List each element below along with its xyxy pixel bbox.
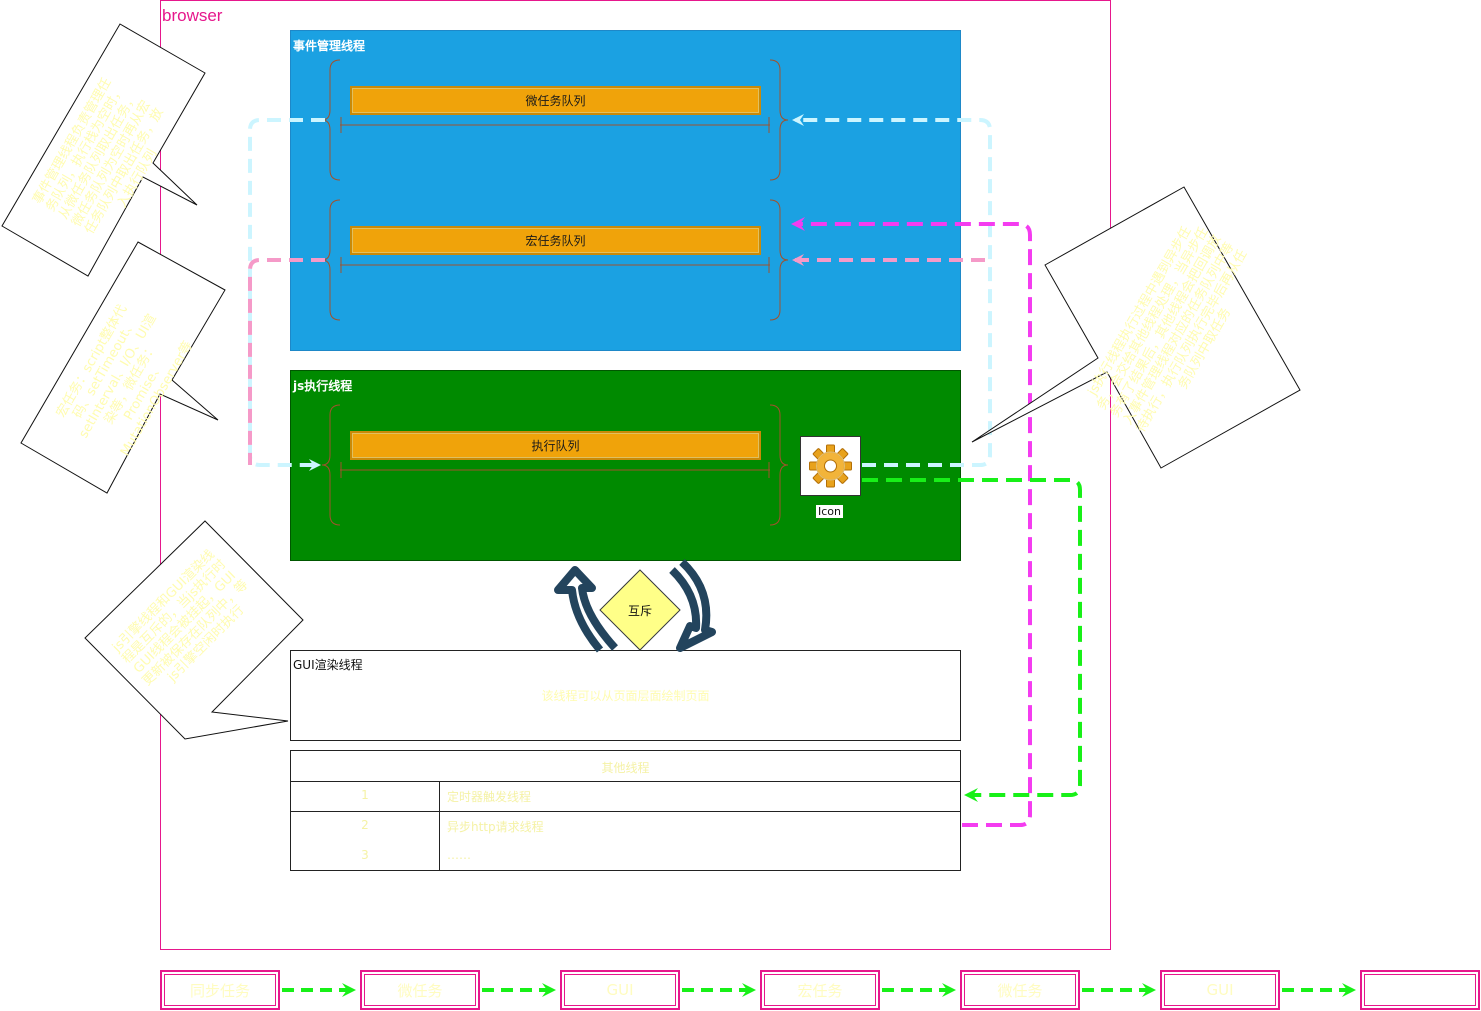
callout-mid-left xyxy=(20,241,226,494)
gear-icon-box[interactable] xyxy=(800,436,861,496)
gear-icon xyxy=(809,444,852,488)
mutex-label: 互斥 xyxy=(627,604,652,618)
table-divider xyxy=(291,811,960,812)
gui-thread-title: GUI渲染线程 xyxy=(293,658,363,672)
event-management-thread[interactable]: 事件管理线程 xyxy=(290,30,961,351)
flow-box-macro-task[interactable]: 宏任务 xyxy=(760,970,880,1010)
table-row-number: 1 xyxy=(361,788,369,802)
flow-box-label: GUI xyxy=(606,981,634,999)
table-row-text: 定时器触发线程 xyxy=(447,790,532,804)
cyan-arrow-to-exec xyxy=(248,118,325,471)
flow-box-micro-task-2[interactable]: 微任务 xyxy=(960,970,1080,1010)
right-brace-macro xyxy=(769,199,789,321)
mutex-arrow-up-icon xyxy=(554,566,618,653)
flow-box-empty[interactable] xyxy=(1360,970,1480,1010)
js-thread-title: js执行线程 xyxy=(293,379,353,393)
right-brace-exec xyxy=(769,404,789,526)
execution-queue-label: 执行队列 xyxy=(531,439,580,453)
flow-box-sync-task[interactable]: 同步任务 xyxy=(160,970,280,1010)
browser-label: browser xyxy=(162,6,223,25)
flow-box-label: 微任务 xyxy=(397,981,443,1000)
other-threads-header: 其他线程 xyxy=(601,761,650,775)
execution-queue[interactable]: 执行队列 xyxy=(350,431,761,460)
table-row-number: 3 xyxy=(361,848,369,862)
flow-box-label: 微任务 xyxy=(997,981,1043,1000)
other-threads-table[interactable]: 其他线程 1 定时器触发线程 2 异步http请求线程 3 …… xyxy=(290,750,961,871)
flow-box-label: GUI xyxy=(1206,981,1234,999)
micro-task-queue[interactable]: 微任务队列 xyxy=(350,86,761,115)
table-row-text: 异步http请求线程 xyxy=(447,820,544,834)
browser-frame xyxy=(160,0,1111,950)
table-row-number: 2 xyxy=(361,818,369,832)
macro-task-queue-label: 宏任务队列 xyxy=(525,234,586,248)
flow-box-label: 宏任务 xyxy=(797,981,843,1000)
table-row-text: …… xyxy=(447,848,471,862)
macro-task-queue[interactable]: 宏任务队列 xyxy=(350,226,761,255)
flow-box-gui[interactable]: GUI xyxy=(560,970,680,1010)
table-column-divider xyxy=(439,781,440,871)
flow-box-label: 同步任务 xyxy=(189,981,250,1000)
mutex-arrow-down-icon xyxy=(669,559,716,652)
callout-top-left xyxy=(1,23,206,277)
callout-right xyxy=(971,186,1301,469)
callout-bottom-left xyxy=(84,520,304,740)
right-brace-micro xyxy=(769,59,789,181)
flow-box-micro-task[interactable]: 微任务 xyxy=(360,970,480,1010)
cyan-arrow-to-micro xyxy=(792,114,992,467)
left-brace-exec xyxy=(321,404,341,526)
table-divider xyxy=(291,781,960,782)
mutex-diamond xyxy=(599,569,681,651)
event-thread-title: 事件管理线程 xyxy=(293,39,366,53)
micro-task-queue-label: 微任务队列 xyxy=(525,94,586,108)
pink-arrow-macro-to-exec xyxy=(248,258,325,465)
magenta-arrow-to-macro xyxy=(791,217,1032,827)
green-arrow-to-other-threads xyxy=(862,478,1082,802)
gui-render-thread[interactable]: GUI渲染线程 该线程可以从页面层面绘制页面 xyxy=(290,650,961,741)
gear-icon-label: Icon xyxy=(816,505,843,518)
flow-box-gui-2[interactable]: GUI xyxy=(1160,970,1280,1010)
gui-thread-description: 该线程可以从页面层面绘制页面 xyxy=(541,689,710,703)
